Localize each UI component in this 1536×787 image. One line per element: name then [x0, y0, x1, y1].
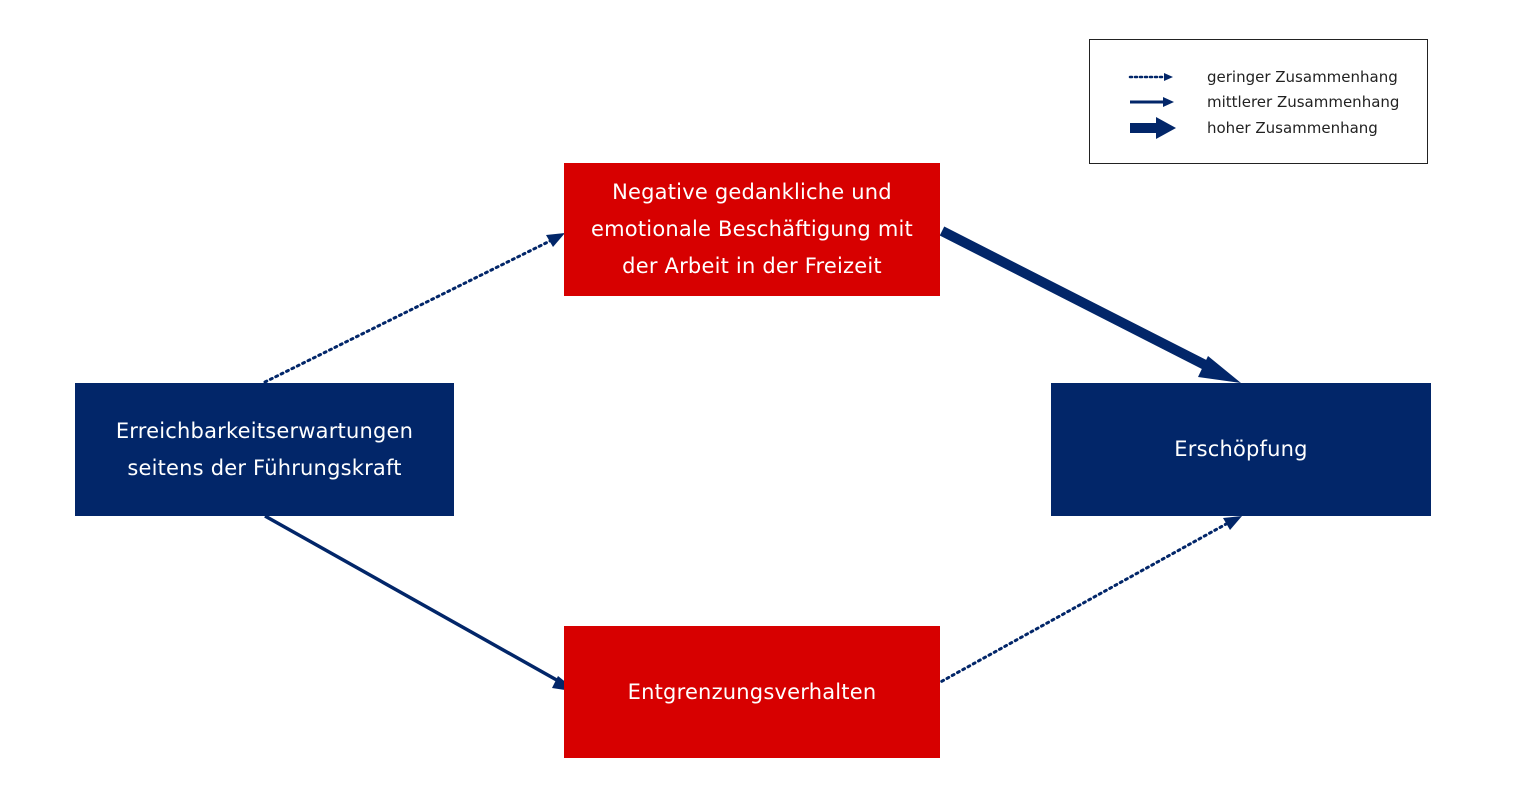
legend-label-thick: hoher Zusammenhang: [1207, 119, 1378, 137]
legend-item-dotted: geringer Zusammenhang: [1090, 64, 1427, 90]
legend-item-solid: mittlerer Zusammenhang: [1090, 89, 1427, 115]
legend-item-thick: hoher Zusammenhang: [1090, 115, 1427, 141]
legend-label-dotted: geringer Zusammenhang: [1207, 68, 1398, 86]
legend-label-solid: mittlerer Zusammenhang: [1207, 93, 1400, 111]
edge-left-to-top: [263, 233, 565, 384]
dotted-arrow-icon: [1128, 73, 1173, 81]
edge-top-to-right: [939, 226, 1241, 383]
edge-bottom-to-right: [924, 516, 1242, 692]
edge-left-to-bottom: [264, 514, 578, 692]
node-negative-beschaeftigung-label: Negative gedankliche und emotionale Besc…: [591, 180, 913, 278]
legend: geringer Zusammenhang mittlerer Zusammen…: [1089, 39, 1428, 164]
node-erreichbarkeitserwartungen-label: Erreichbarkeitserwartungen seitens der F…: [115, 418, 414, 480]
node-entgrenzungsverhalten: Entgrenzungsverhalten: [564, 626, 940, 758]
node-negative-beschaeftigung: Negative gedankliche und emotionale Besc…: [564, 163, 940, 296]
solid-arrow-icon: [1130, 97, 1174, 107]
node-erschoepfung-label: Erschöpfung: [1174, 437, 1308, 461]
thick-arrow-icon: [1130, 117, 1176, 139]
node-entgrenzungsverhalten-label: Entgrenzungsverhalten: [627, 679, 877, 704]
node-erschoepfung: Erschöpfung: [1051, 383, 1431, 516]
node-erreichbarkeitserwartungen: Erreichbarkeitserwartungen seitens der F…: [75, 383, 454, 516]
